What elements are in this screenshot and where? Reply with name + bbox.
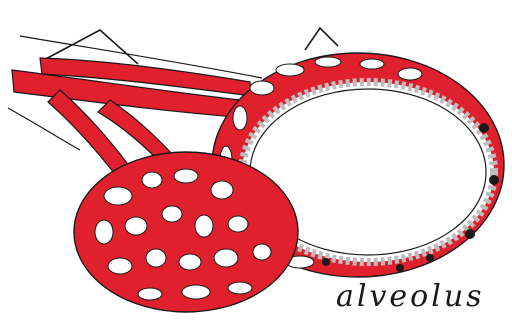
alveolus-left-capillary-net — [74, 152, 298, 312]
label-alveolus: alveolus — [336, 279, 485, 314]
leader-right — [305, 28, 338, 50]
